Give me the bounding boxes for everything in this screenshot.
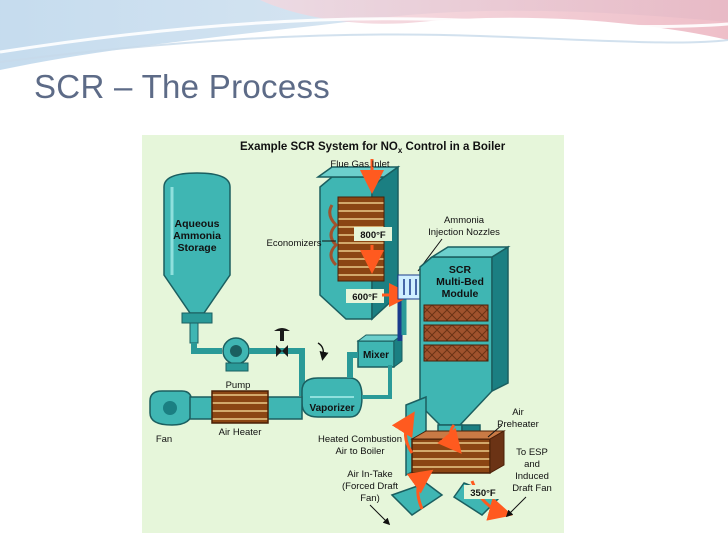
to-esp-label-1: To ESP <box>516 447 548 458</box>
ammonia-storage-tank <box>163 172 231 344</box>
temp-600-box <box>346 289 384 303</box>
to-esp-label-3: Induced <box>515 471 549 482</box>
air-preheater-label-2: Preheater <box>497 419 539 430</box>
storage-label-line2: Ammonia <box>173 230 221 242</box>
scr-module-label-1: SCR <box>449 264 472 276</box>
heated-air-line <box>362 365 392 399</box>
air-preheater-pointer <box>487 424 503 438</box>
pump-label: Pump <box>226 380 251 391</box>
injection-nozzle-pipe <box>403 279 417 295</box>
scr-module <box>419 245 511 426</box>
ammonia-injection-label-2: Injection Nozzles <box>428 227 500 238</box>
air-intake-label-3: Fan) <box>360 493 380 504</box>
air-intake-arrow <box>406 469 434 510</box>
temp-800-box <box>354 227 392 241</box>
storage-label-line1: Aqueous <box>175 218 220 230</box>
to-esp-pointer <box>505 496 527 518</box>
vaporizer-to-mixer-pipe <box>347 352 358 378</box>
air-preheater-label-1: Air <box>512 407 524 418</box>
vaporizer-label: Vaporizer <box>309 403 354 414</box>
economizer-duct <box>315 165 401 321</box>
scr-module-label-2: Multi-Bed <box>436 276 484 288</box>
heated-air-label-1: Heated Combustion <box>318 434 402 445</box>
mixer <box>356 334 404 368</box>
storage-label-line3: Storage <box>177 242 216 254</box>
temp-350-label: 350°F <box>470 488 496 499</box>
mixer-label: Mixer <box>363 350 389 361</box>
economizers-label: Economizers <box>267 238 322 249</box>
slide-title: SCR – The Process <box>34 68 331 105</box>
air-heater-label: Air Heater <box>219 427 262 438</box>
flow-valve <box>274 328 290 357</box>
forced-draft-fan <box>149 390 193 426</box>
scr-process-diagram: Example SCR System for NOx Control in a … <box>142 135 564 533</box>
air-intake-label-1: Air In-Take <box>347 469 392 480</box>
air-intake-label-2: (Forced Draft <box>342 481 398 492</box>
air-preheater <box>410 430 506 474</box>
temp-600-label: 600°F <box>352 292 378 303</box>
to-esp-label-2: and <box>524 459 540 470</box>
pump <box>222 337 250 372</box>
preheater-up-arrow <box>391 411 415 454</box>
temp-350-box <box>464 485 502 499</box>
tank-to-pump-pipe <box>191 343 222 354</box>
heated-air-label-2: Air to Boiler <box>335 446 384 457</box>
diagram-heading: Example SCR System for NOx Control in a … <box>240 141 506 155</box>
valve-flow-arrow <box>317 342 329 361</box>
fan-label: Fan <box>156 434 172 445</box>
temp-800-label: 800°F <box>360 230 386 241</box>
air-intake-pointer <box>369 504 391 526</box>
scr-module-label-3: Module <box>442 288 479 300</box>
air-heater <box>211 390 269 424</box>
preheater-in-arrow <box>437 424 462 454</box>
flue-gas-inlet-label: Flue Gas Inlet <box>330 159 389 170</box>
to-esp-label-4: Draft Fan <box>512 483 552 494</box>
ammonia-injection-label-1: Ammonia <box>444 215 485 226</box>
